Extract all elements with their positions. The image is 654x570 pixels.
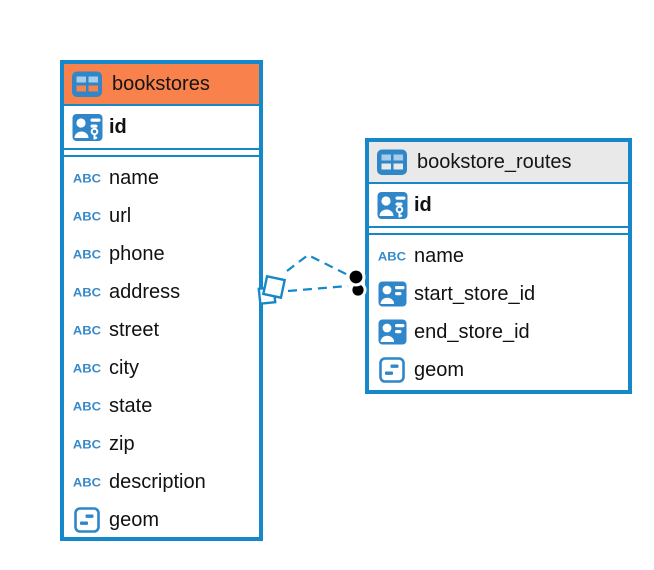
text-type-icon: ABC [72, 209, 102, 223]
text-type-icon: ABC [72, 399, 102, 413]
column-label: name [414, 244, 465, 267]
column-row-id[interactable]: id [369, 184, 628, 226]
column-label: street [109, 318, 160, 341]
column-row-zip[interactable]: ABC zip [64, 425, 259, 463]
column-label: phone [109, 242, 165, 265]
column-type-icon-slot: ABC [71, 323, 103, 338]
column-label: end_store_id [414, 320, 530, 343]
column-row-end_store_id[interactable]: end_store_id [369, 313, 628, 351]
geometry-type-icon [74, 507, 100, 533]
key-columns-compartment: id [64, 106, 259, 150]
column-type-icon-slot [71, 507, 103, 533]
column-type-icon-slot [376, 319, 408, 345]
column-type-icon-slot: ABC [71, 247, 103, 262]
column-label: state [109, 394, 153, 417]
column-label: id [414, 193, 432, 216]
primary-key-icon [72, 113, 102, 141]
column-label: geom [414, 358, 465, 381]
table-title: bookstore_routes [417, 150, 572, 173]
column-row-state[interactable]: ABC state [64, 387, 259, 425]
column-type-icon-slot: ABC [71, 209, 103, 224]
column-type-icon-slot: ABC [71, 475, 103, 490]
column-label: id [109, 115, 127, 138]
column-row-phone[interactable]: ABC phone [64, 235, 259, 273]
column-type-icon-slot: ABC [71, 361, 103, 376]
text-type-icon: ABC [72, 247, 102, 261]
geometry-type-icon [379, 357, 405, 383]
text-type-icon: ABC [72, 437, 102, 451]
column-type-icon-slot [376, 281, 408, 307]
table-icon [377, 149, 407, 175]
column-type-icon-slot [376, 357, 408, 383]
column-row-url[interactable]: ABC url [64, 197, 259, 235]
column-type-icon-slot [71, 113, 103, 142]
column-row-geom[interactable]: geom [64, 501, 259, 539]
column-row-geom[interactable]: geom [369, 351, 628, 389]
column-label: name [109, 166, 160, 189]
text-type-icon: ABC [377, 249, 407, 263]
column-label: description [109, 470, 206, 493]
relationship-line-end-store-id[interactable] [287, 284, 349, 293]
column-row-name[interactable]: ABC name [64, 159, 259, 197]
text-type-icon: ABC [72, 285, 102, 299]
foreign-key-icon [378, 281, 406, 307]
primary-key-icon [377, 191, 407, 219]
column-row-start_store_id[interactable]: start_store_id [369, 275, 628, 313]
compartment-divider [64, 150, 259, 157]
column-label: url [109, 204, 132, 227]
column-label: zip [109, 432, 135, 455]
columns-compartment: ABC name start_store_id end_store_id geom [369, 235, 628, 389]
column-label: city [109, 356, 139, 379]
column-row-city[interactable]: ABC city [64, 349, 259, 387]
table-icon [72, 71, 102, 97]
column-row-street[interactable]: ABC street [64, 311, 259, 349]
table-header[interactable]: bookstores [64, 64, 259, 106]
column-type-icon-slot: ABC [71, 399, 103, 414]
table-header[interactable]: bookstore_routes [369, 142, 628, 184]
column-type-icon-slot: ABC [71, 437, 103, 452]
column-row-name[interactable]: ABC name [369, 237, 628, 275]
column-type-icon-slot [376, 191, 408, 220]
relationship-endpoint-dots [346, 267, 367, 299]
foreign-key-icon [378, 319, 406, 345]
text-type-icon: ABC [72, 475, 102, 489]
table-bookstore-routes[interactable]: bookstore_routes id ABC name start_store_… [365, 138, 632, 394]
column-type-icon-slot: ABC [71, 171, 103, 186]
text-type-icon: ABC [72, 323, 102, 337]
text-type-icon: ABC [72, 361, 102, 375]
column-type-icon-slot: ABC [376, 249, 408, 264]
text-type-icon: ABC [72, 171, 102, 185]
compartment-divider [369, 228, 628, 235]
column-label: geom [109, 508, 160, 531]
column-row-address[interactable]: ABC address [64, 273, 259, 311]
relationship-line-start-store-id[interactable] [286, 253, 351, 277]
key-columns-compartment: id [369, 184, 628, 228]
column-row-description[interactable]: ABC description [64, 463, 259, 501]
column-type-icon-slot: ABC [71, 285, 103, 300]
table-title: bookstores [112, 72, 210, 95]
column-label: start_store_id [414, 282, 536, 305]
column-row-id[interactable]: id [64, 106, 259, 148]
column-label: address [109, 280, 181, 303]
